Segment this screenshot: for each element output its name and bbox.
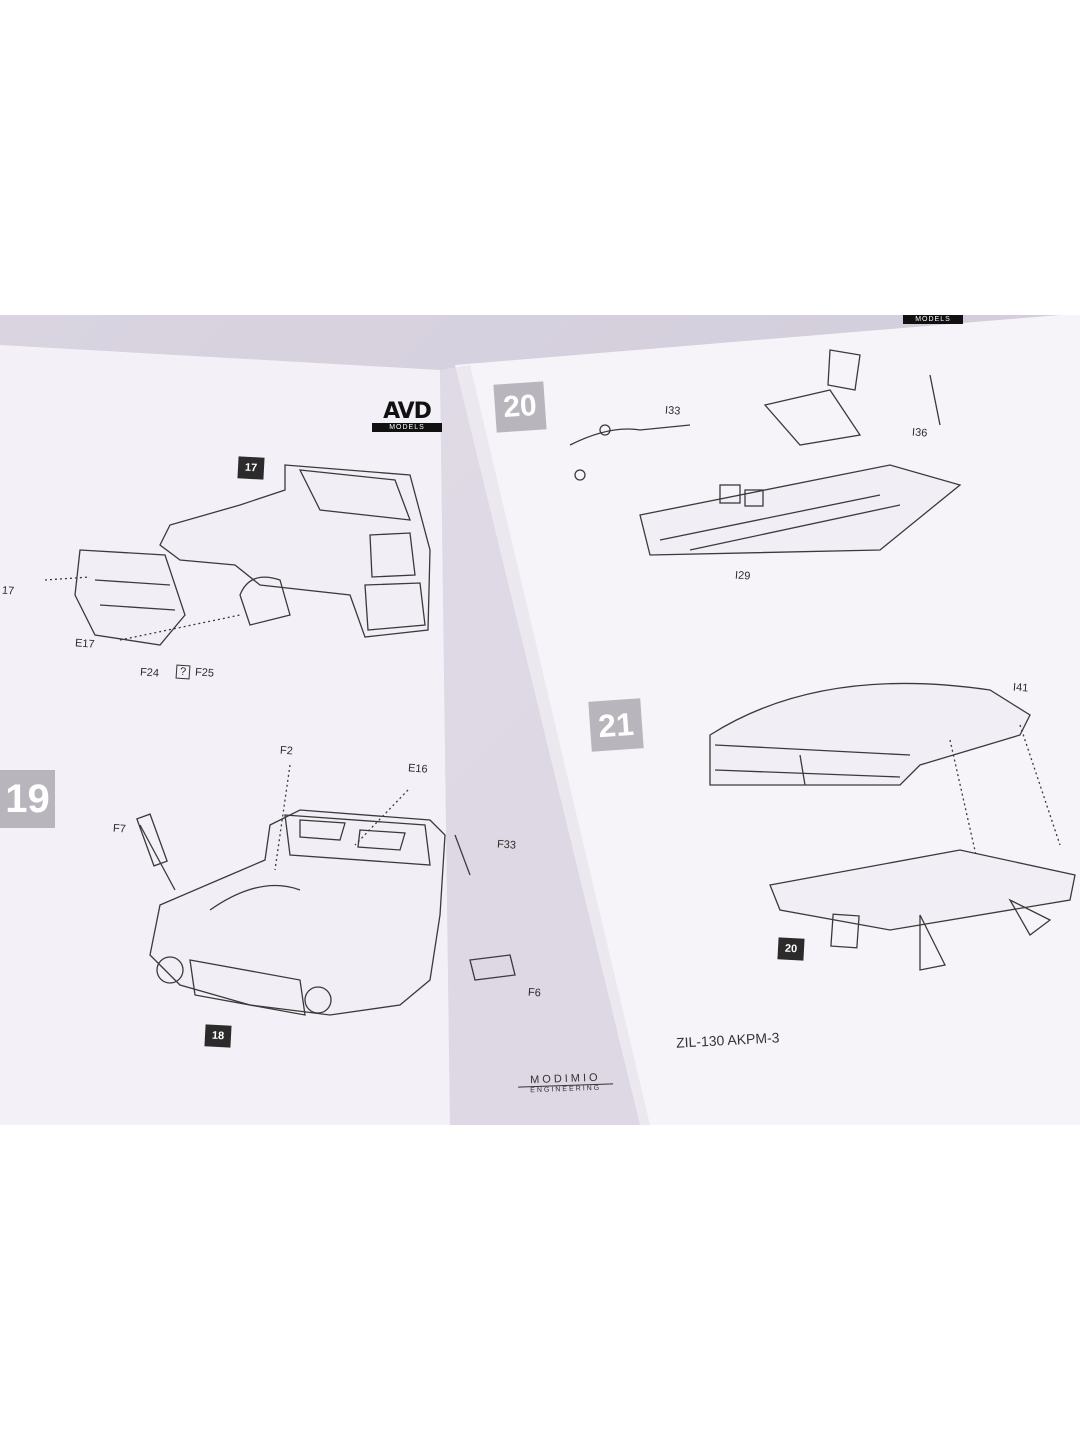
part-label: I41 <box>1012 681 1029 695</box>
brand-logo-right: MODELS <box>903 315 963 324</box>
part-label: F7 <box>112 822 127 836</box>
photo: AVD MODELS MODELS 19 20 21 17 18 20 17 E… <box>0 315 1080 1125</box>
part-label-query: ? <box>175 664 191 680</box>
brand-sub-right: MODELS <box>903 315 963 324</box>
engineering-logo: MODIMIO ENGINEERING <box>518 1071 614 1095</box>
instruction-booklet <box>0 315 1080 1125</box>
part-label: E17 <box>74 637 95 651</box>
part-label: F33 <box>496 838 517 852</box>
step-number-19: 19 <box>0 770 55 828</box>
cab-drawing-17 <box>44 464 431 646</box>
part-label: F2 <box>279 744 294 758</box>
part-label: E16 <box>407 762 428 776</box>
step-number-20: 20 <box>493 381 547 433</box>
chassis-drawing-20 <box>569 349 962 556</box>
part-label: F24 <box>139 666 160 680</box>
sub-step-18: 18 <box>204 1024 232 1048</box>
body-drawing-21 <box>709 682 1076 971</box>
step-number-21: 21 <box>588 698 644 752</box>
part-label: F25 <box>194 666 215 680</box>
sub-step-17: 17 <box>237 456 265 480</box>
brand-sub: MODELS <box>372 423 442 432</box>
part-label: I29 <box>734 569 751 583</box>
part-label: 17 <box>1 584 15 598</box>
part-label: I33 <box>664 404 681 418</box>
sub-step-20-ref: 20 <box>777 937 805 961</box>
brand-name: AVD <box>383 399 432 424</box>
brand-logo: AVD MODELS <box>372 401 442 432</box>
part-label: F6 <box>527 986 542 1000</box>
cab-drawing-18 <box>136 764 516 1016</box>
part-label: I36 <box>911 426 928 440</box>
